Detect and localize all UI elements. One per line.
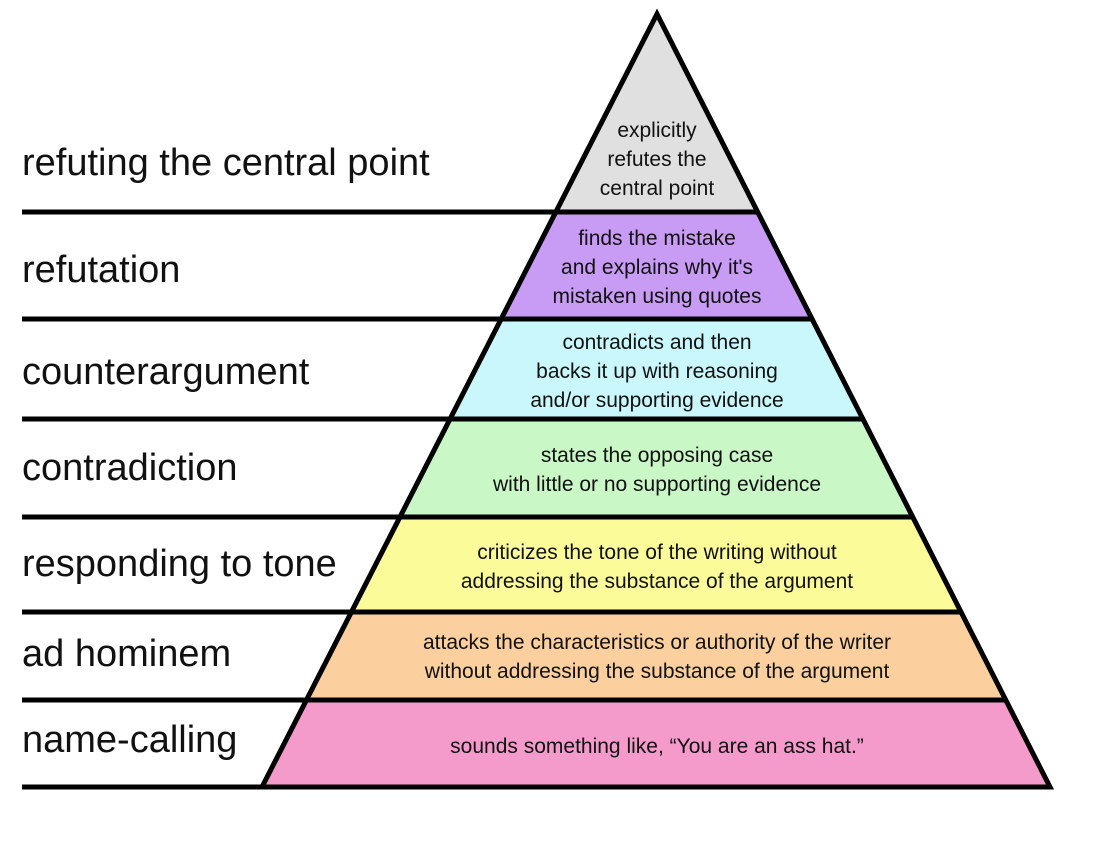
level-description-line: finds the mistake	[578, 227, 736, 250]
level-labels: refuting the central point refutation coun…	[22, 142, 430, 761]
level-description-line: explicitly	[617, 119, 697, 142]
pyramid-band	[351, 517, 962, 612]
pyramid-bands	[262, 14, 1050, 787]
level-description-line: with little or no supporting evidence	[492, 473, 821, 496]
level-label: responding to tone	[22, 543, 337, 585]
level-label: name-calling	[22, 719, 237, 761]
level-description-line: mistaken using quotes	[553, 285, 762, 308]
pyramid-band	[262, 700, 1050, 787]
level-description-line: contradicts and then	[562, 331, 751, 354]
pyramid-band	[450, 319, 863, 419]
level-label: ad hominem	[22, 633, 231, 675]
level-description-line: without addressing the substance of the …	[424, 660, 890, 683]
level-description-line: states the opposing case	[541, 444, 773, 467]
level-label: contradiction	[22, 447, 237, 489]
level-description-line: and explains why it's	[561, 256, 753, 279]
level-label: refuting the central point	[22, 142, 430, 184]
level-description-line: attacks the characteristics or authority…	[423, 631, 891, 654]
level-descriptions: explicitly refutes the central point finds …	[423, 119, 891, 758]
level-description-line: central point	[600, 177, 715, 200]
level-description-line: and/or supporting evidence	[530, 389, 783, 412]
level-description-line: sounds something like, “You are an ass h…	[450, 735, 864, 758]
level-description-line: addressing the substance of the argument	[461, 570, 853, 593]
level-description-line: criticizes the tone of the writing witho…	[477, 541, 837, 564]
pyramid-band	[399, 419, 913, 517]
level-description-line: refutes the	[607, 148, 706, 171]
pyramid-band	[501, 212, 813, 319]
pyramid-band	[306, 612, 1006, 700]
level-description-line: backs it up with reasoning	[536, 360, 778, 383]
pyramid-outline	[257, 8, 1055, 790]
level-label: refutation	[22, 249, 180, 291]
level-label: counterargument	[22, 351, 310, 393]
pyramid-band	[555, 14, 758, 212]
